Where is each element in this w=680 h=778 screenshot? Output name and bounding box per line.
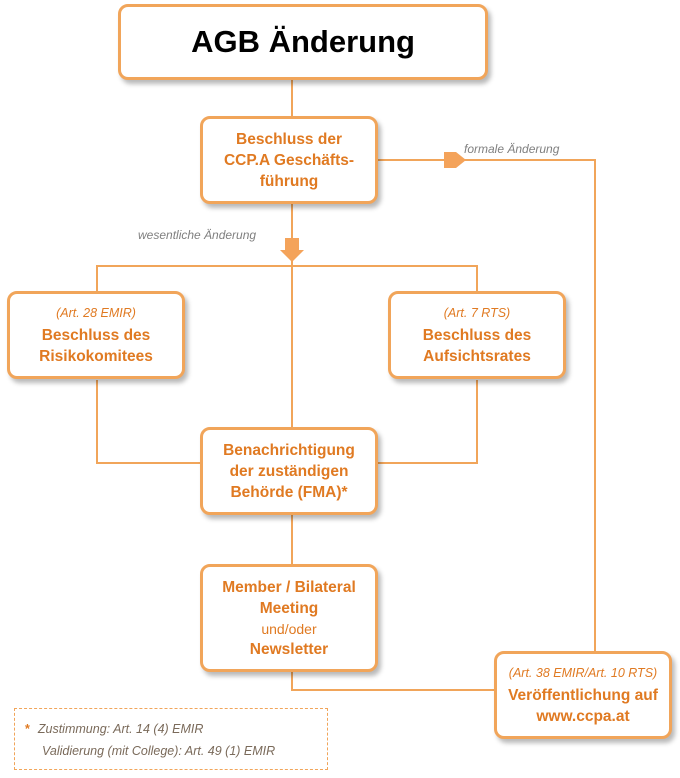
node-aufsicht-line-2: Aufsichtsrates xyxy=(423,347,531,365)
node-risikokomitee: (Art. 28 EMIR) Beschluss des Risikokomit… xyxy=(7,291,185,379)
title-box: AGB Änderung xyxy=(118,4,488,80)
label-wesentliche-aenderung: wesentliche Änderung xyxy=(138,228,257,242)
node-risiko-line-1: Beschluss des xyxy=(41,326,151,344)
node-meeting-line-1: Member / Bilateral xyxy=(222,578,356,596)
node-member-meeting: Member / Bilateral Meeting und/oder News… xyxy=(200,564,378,672)
node-fma-line-3: Behörde (FMA)* xyxy=(230,483,348,501)
node-aufsicht-line-1: Beschluss des xyxy=(422,326,532,344)
footnote-line-1: * Zustimmung: Art. 14 (4) EMIR xyxy=(25,718,327,740)
node-ccpa-line-2: CCP.A Geschäfts- xyxy=(223,151,355,169)
footnote-box: * Zustimmung: Art. 14 (4) EMIR Validierun… xyxy=(14,708,328,770)
arrow-wesentlich-icon xyxy=(280,238,304,262)
footnote-text-1: Zustimmung: Art. 14 (4) EMIR xyxy=(37,722,204,736)
node-fma-line-2: der zuständigen xyxy=(229,462,349,480)
footnote-line-2: Validierung (mit College): Art. 49 (1) E… xyxy=(25,740,327,762)
node-aufsicht-ref: (Art. 7 RTS) xyxy=(443,305,511,320)
node-aufsichtsrat: (Art. 7 RTS) Beschluss des Aufsichtsrate… xyxy=(388,291,566,379)
node-ccpa-line-3: führung xyxy=(259,172,319,190)
line-aufsicht-fma xyxy=(378,380,478,464)
node-veroeff-line-1: Veröffentlichung auf xyxy=(508,686,658,704)
arrow-formal-icon xyxy=(444,152,466,168)
node-meeting-connector: und/oder xyxy=(261,620,317,637)
node-risiko-line-2: Risikokomitees xyxy=(39,347,153,365)
line-formal xyxy=(376,159,596,654)
line-risiko-fma xyxy=(96,380,202,464)
node-meeting-line-2: Meeting xyxy=(259,599,319,617)
node-fma-benachrichtigung: Benachrichtigung der zuständigen Behörde… xyxy=(200,427,378,515)
diagram-title: AGB Änderung xyxy=(191,24,415,59)
node-veroeffentlichung: (Art. 38 EMIR/Art. 10 RTS) Veröffentlich… xyxy=(494,651,672,739)
line-meeting-veroeff xyxy=(291,672,496,691)
node-veroeff-ref: (Art. 38 EMIR/Art. 10 RTS) xyxy=(508,665,658,680)
footnote-text-2: Validierung (mit College): Art. 49 (1) E… xyxy=(42,744,276,758)
label-formale-aenderung: formale Änderung xyxy=(464,142,560,156)
node-meeting-last: Newsletter xyxy=(249,640,329,658)
node-ccpa-beschluss: Beschluss der CCP.A Geschäfts- führung xyxy=(200,116,378,204)
node-ccpa-line-1: Beschluss der xyxy=(236,130,342,148)
node-risiko-ref: (Art. 28 EMIR) xyxy=(56,305,136,320)
line-split xyxy=(96,265,478,292)
node-veroeff-line-2: www.ccpa.at xyxy=(536,707,630,725)
node-fma-line-1: Benachrichtigung xyxy=(223,441,355,459)
footnote-marker: * xyxy=(25,722,30,736)
